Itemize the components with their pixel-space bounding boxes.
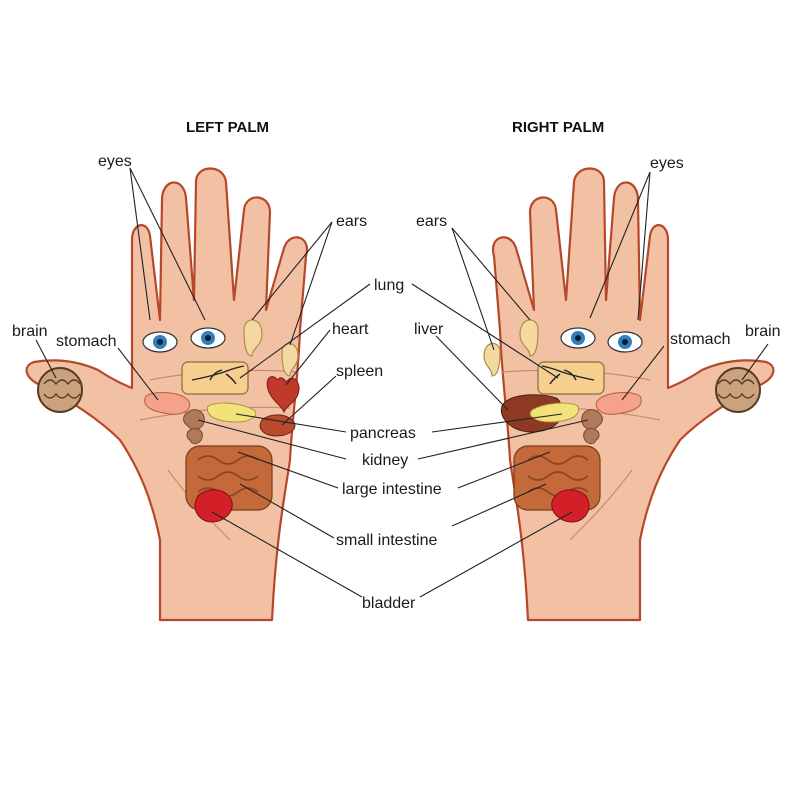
right-stomach-icon <box>595 392 642 415</box>
label-stomach-left: stomach <box>56 333 116 350</box>
right-brain-icon <box>715 367 761 413</box>
spleen-icon <box>259 414 296 437</box>
right-bladder-icon <box>551 489 590 523</box>
label-eyes-right: eyes <box>650 155 684 172</box>
left-bladder-icon <box>194 489 233 523</box>
left-pancreas-icon <box>206 402 257 423</box>
label-brain-left: brain <box>12 323 48 340</box>
label-large-intestine: large intestine <box>342 481 442 498</box>
label-ears-left: ears <box>336 213 367 230</box>
label-lung: lung <box>374 277 404 294</box>
label-small-intestine: small intestine <box>336 532 437 549</box>
label-pancreas: pancreas <box>350 425 416 442</box>
label-ears-right: ears <box>416 213 447 230</box>
left-eye-2-icon <box>190 327 226 349</box>
label-heart: heart <box>332 321 369 338</box>
label-bladder: bladder <box>362 595 416 612</box>
label-liver: liver <box>414 321 444 338</box>
right-hand <box>483 167 775 622</box>
label-spleen: spleen <box>336 363 383 380</box>
left-palm-title: LEFT PALM <box>186 119 269 136</box>
label-brain-right: brain <box>745 323 781 340</box>
leader-lines <box>35 167 769 598</box>
label-eyes-left: eyes <box>98 153 132 170</box>
right-ear-2-icon <box>483 342 501 377</box>
left-kidney-icon <box>183 409 205 445</box>
left-brain-icon <box>37 367 83 413</box>
right-eye-1-icon <box>607 331 643 353</box>
right-lung-icon <box>537 361 605 395</box>
label-kidney: kidney <box>362 452 408 469</box>
left-hand <box>25 167 309 622</box>
right-palm-title: RIGHT PALM <box>512 119 604 136</box>
left-eye-1-icon <box>142 331 178 353</box>
label-stomach-right: stomach <box>670 331 730 348</box>
right-ear-1-icon <box>519 319 539 357</box>
left-ear-1-icon <box>243 319 263 357</box>
left-lung-icon <box>181 361 249 395</box>
right-eye-2-icon <box>560 327 596 349</box>
right-kidney-icon <box>581 409 603 445</box>
heart-icon <box>266 376 300 414</box>
